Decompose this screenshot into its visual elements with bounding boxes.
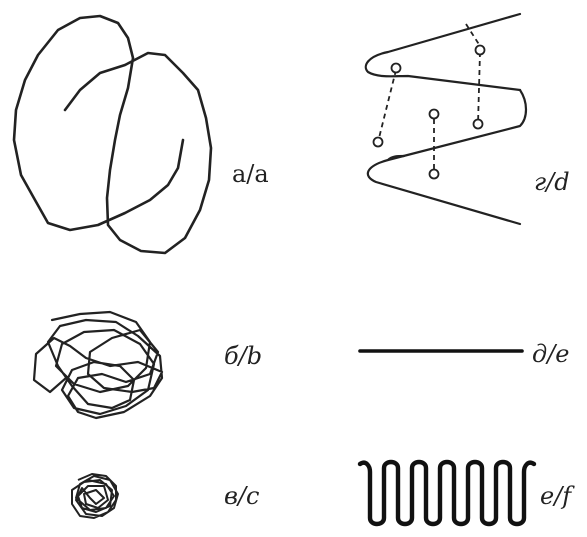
folded-chain-drawing	[348, 10, 538, 235]
folded-chain-strands	[366, 14, 526, 224]
hairpin-chain-path	[360, 462, 534, 524]
panel-c-label: в/c	[224, 484, 260, 508]
compact-coil-path	[34, 312, 162, 418]
dashed-links	[378, 24, 480, 176]
panel-b-label: б/b	[224, 344, 262, 368]
panel-f-hairpin-chain	[354, 456, 538, 528]
dashed-link-1	[378, 70, 396, 142]
panel-f-label: е/f	[540, 484, 571, 508]
panel-a-large-coil	[8, 8, 223, 260]
large-coil-path	[14, 16, 211, 253]
panel-e-extended-chain	[358, 346, 524, 356]
link-circle-5	[476, 46, 485, 55]
link-circle-6	[474, 120, 483, 129]
globule-drawing	[66, 470, 122, 522]
straight-chain-drawing	[358, 346, 524, 356]
globule-path	[72, 474, 118, 518]
panel-a-label: а/a	[232, 162, 269, 186]
panel-e-label: д/e	[532, 342, 570, 366]
link-circle-3	[430, 110, 439, 119]
link-circle-4	[430, 170, 439, 179]
dashed-link-3	[478, 52, 480, 124]
compact-coil-drawing	[28, 308, 168, 423]
link-circle-2	[374, 138, 383, 147]
panel-d-folded-chain	[348, 10, 538, 235]
panel-b-compact-coil	[28, 308, 168, 423]
panel-c-tight-globule	[66, 470, 122, 522]
large-coil-drawing	[8, 8, 223, 260]
strand-upper	[366, 14, 520, 90]
link-circle-1	[392, 64, 401, 73]
hairpin-chain-drawing	[354, 456, 538, 528]
panel-d-label: г/d	[534, 170, 570, 194]
